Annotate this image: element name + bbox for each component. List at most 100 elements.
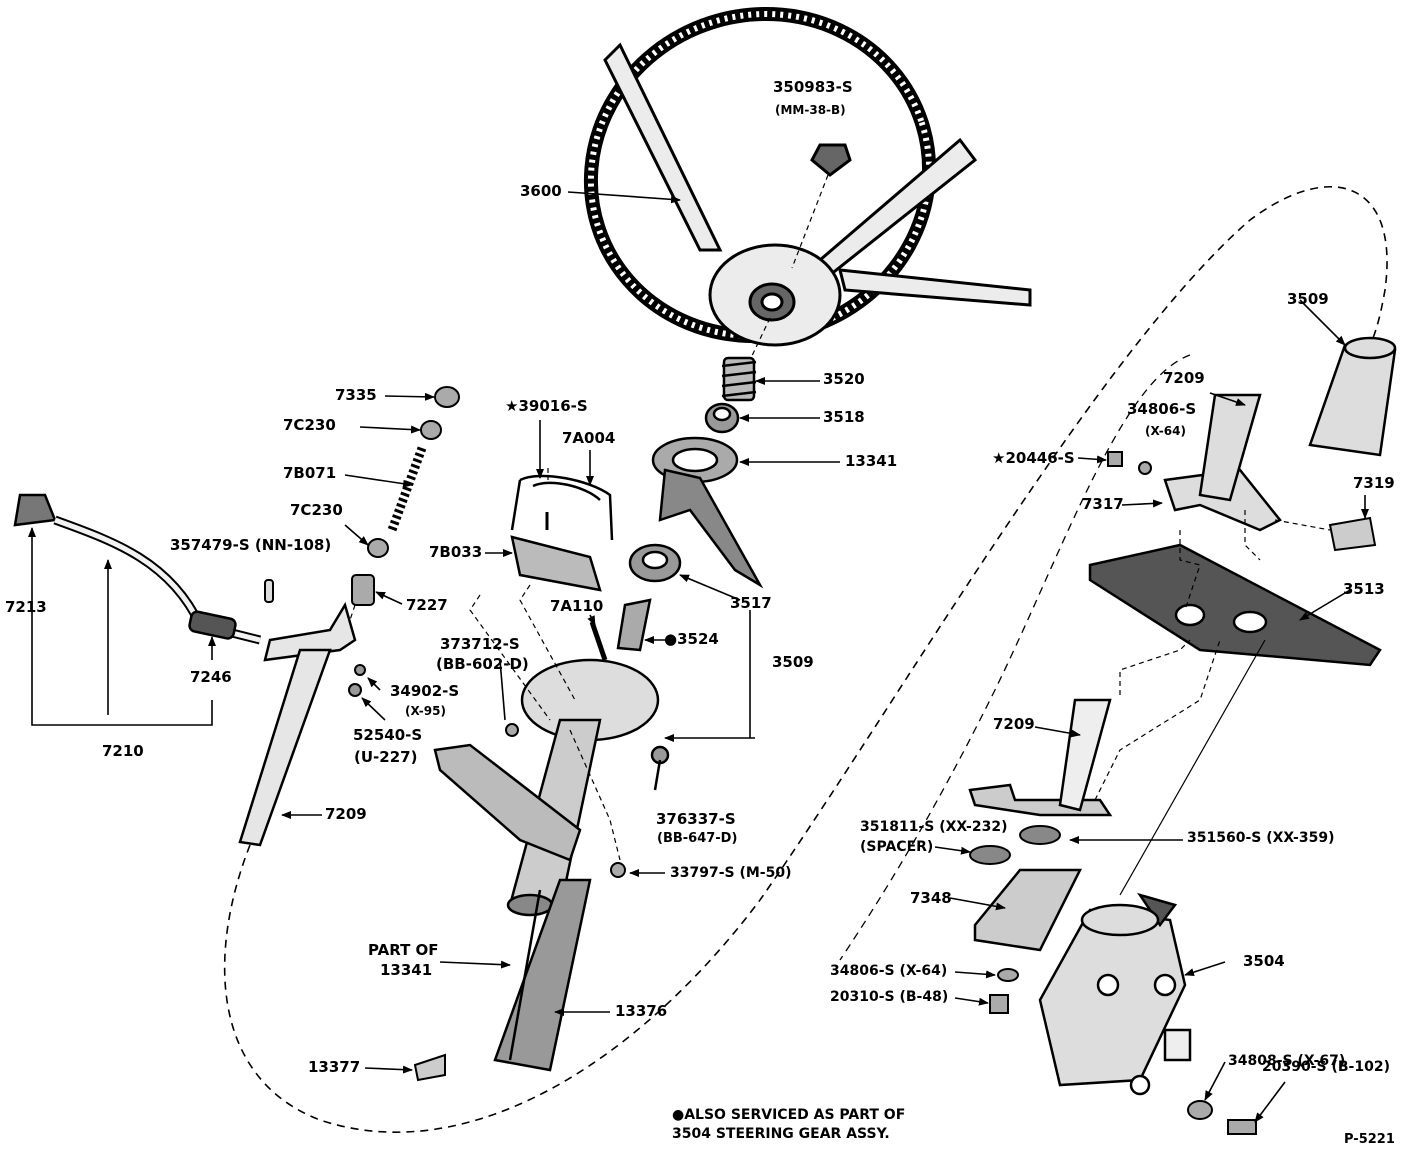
steering-gear-3504 [1038, 892, 1192, 1096]
bearing-3517 [628, 543, 682, 583]
screw-373712s [505, 723, 519, 737]
bolt-20310s [989, 994, 1009, 1014]
figure-id: P-5221 [1344, 1132, 1395, 1147]
part-label: 350983-S [773, 78, 853, 96]
part-label: 3518 [823, 408, 865, 426]
nut-33797s [610, 862, 626, 878]
sleeve-3524 [616, 598, 652, 652]
part-label: 7227 [406, 596, 448, 614]
part-label: ★39016-S [505, 397, 588, 415]
wiring-13376 [493, 878, 592, 1072]
part-label: 376337-S [656, 810, 736, 828]
nut-7335 [434, 386, 460, 408]
dashed-inner-boundary [839, 354, 1191, 961]
spring-7227 [351, 574, 375, 606]
collar-7c230-top [420, 420, 442, 440]
bracket-7a004 [510, 474, 614, 541]
part-label: 34806-S [1127, 400, 1197, 418]
part-label: ●3524 [664, 630, 719, 648]
part-label: 3504 [1243, 952, 1285, 970]
washers-351811s-351560s [969, 825, 1061, 865]
part-label: 373712-S [440, 635, 520, 653]
bolt-20390s [1227, 1119, 1257, 1135]
part-label: 357479-S (NN-108) [170, 536, 332, 554]
part-label: (X-95) [405, 704, 446, 718]
footnote-line-2: 3504 STEERING GEAR ASSY. [672, 1125, 890, 1142]
footnote: ●ALSO SERVICED AS PART OF 3504 STEERING … [672, 1106, 905, 1144]
clip-7319 [1328, 516, 1377, 552]
part-label: 7C230 [290, 501, 343, 519]
part-label: 33797-S (M-50) [670, 865, 792, 881]
group-bracket-lines [31, 590, 751, 738]
part-label: 7C230 [283, 416, 336, 434]
part-label: (MM-38-B) [775, 103, 846, 117]
leader-arrows [28, 191, 1369, 1123]
spring-3520 [721, 356, 757, 402]
part-label: 7348 [910, 889, 952, 907]
plate-7b033 [510, 535, 602, 592]
assembly-guide-lines [349, 468, 1331, 861]
part-label: 3520 [823, 370, 865, 388]
washer-34808s [1187, 1100, 1213, 1120]
part-label: 34808-S (X-67) [1228, 1053, 1346, 1069]
mounting-bracket [433, 743, 582, 862]
screw-376337s [650, 745, 670, 791]
part-label: 7210 [102, 742, 144, 760]
part-label: 20310-S (B-48) [830, 989, 949, 1005]
part-label: 34902-S [390, 682, 460, 700]
pin-357479s [264, 579, 274, 603]
bolt-20446s [1107, 451, 1123, 467]
part-label: 20390-S (B-102) [1262, 1059, 1390, 1075]
part-label: 351560-S (XX-359) [1187, 830, 1335, 846]
part-label: 7B071 [283, 464, 337, 482]
part-label: 3509 [772, 653, 814, 671]
part-label: 13341 [380, 961, 433, 979]
footnote-line-1: ●ALSO SERVICED AS PART OF [672, 1107, 906, 1123]
part-label: 7A110 [550, 597, 604, 615]
lower-bracket-7348 [968, 698, 1113, 952]
part-label: 3600 [520, 182, 562, 200]
floor-plate-3513 [1088, 543, 1382, 667]
collar-7c230-bottom [367, 538, 389, 558]
part-label: 7B033 [429, 543, 483, 561]
part-label: 13376 [615, 1002, 668, 1020]
part-label: 7209 [1163, 369, 1205, 387]
washer-34806s-top [1138, 461, 1152, 475]
part-label: (X-64) [1145, 424, 1186, 438]
turn-signal-switch-13341 [651, 436, 764, 589]
part-label: (BB-647-D) [657, 831, 738, 846]
part-label: 7209 [993, 715, 1035, 733]
part-label: (U-227) [354, 748, 418, 766]
dashed-assembly-boundary [223, 186, 1388, 1133]
pin-7a110 [589, 621, 608, 661]
part-label: 13341 [845, 452, 898, 470]
screws-34902s [348, 664, 366, 697]
part-label: 7209 [325, 805, 367, 823]
part-label: (SPACER) [860, 839, 934, 855]
shift-tube-7209 [238, 601, 357, 847]
bracket-7317 [1163, 393, 1282, 532]
column-head [506, 658, 660, 917]
spring-7b071 [387, 446, 427, 532]
part-label: 7213 [5, 598, 47, 616]
part-label: PART OF [368, 941, 439, 959]
washer-34806s-bottom [997, 968, 1019, 982]
part-label: 13377 [308, 1058, 361, 1076]
tube-3509-right [1308, 336, 1397, 457]
part-label: 7A004 [562, 429, 616, 447]
part-label: 52540-S [353, 726, 423, 744]
part-label: 34806-S (X-64) [830, 963, 948, 979]
clip-13377 [413, 1053, 446, 1082]
part-label: 7335 [335, 386, 377, 404]
part-label: 3509 [1287, 290, 1329, 308]
part-label: 7319 [1353, 474, 1395, 492]
cup-3518 [704, 402, 740, 434]
part-label: 7246 [190, 668, 232, 686]
part-label: (BB-602-D) [436, 655, 529, 673]
part-label: 3517 [730, 594, 772, 612]
part-label: ★20446-S [992, 449, 1075, 467]
shift-lever-7210 [13, 493, 262, 645]
part-label: 7317 [1082, 495, 1124, 513]
